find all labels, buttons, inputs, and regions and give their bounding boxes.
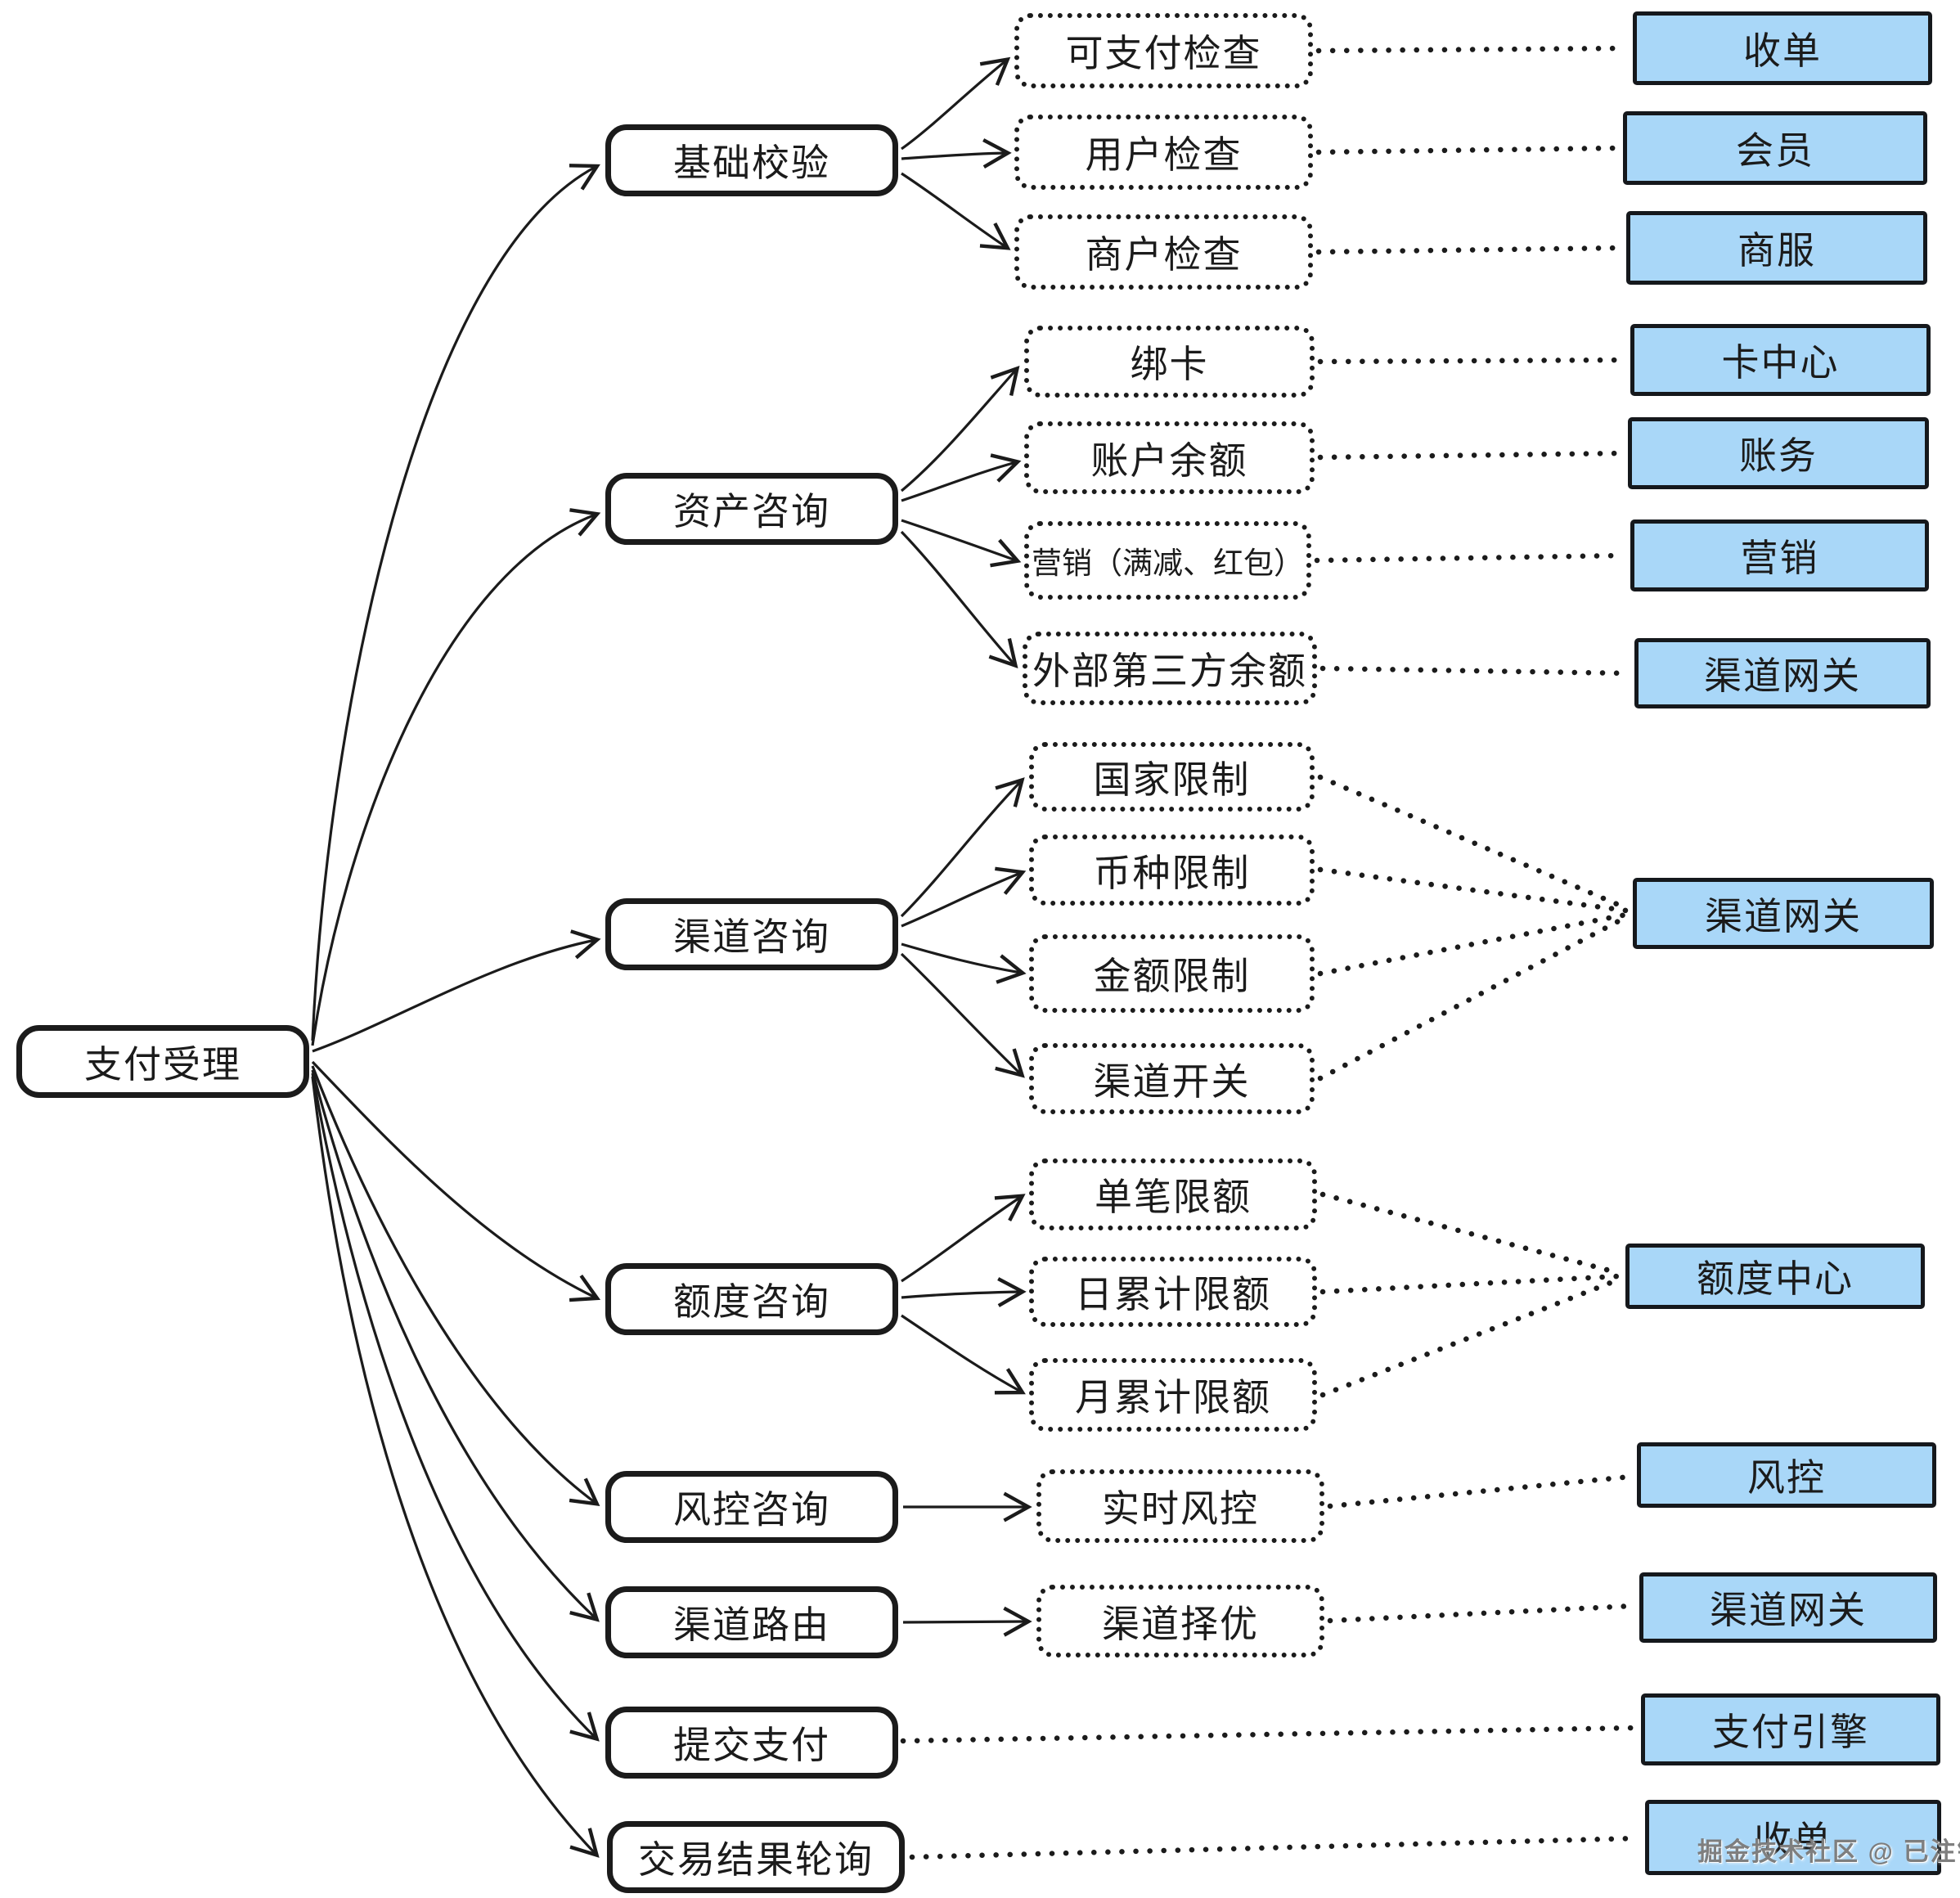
stage-asset-inquiry: 资产咨询 — [605, 473, 898, 545]
service-risk-control: 风控 — [1637, 1442, 1936, 1508]
service-merchant: 商服 — [1626, 211, 1927, 285]
service-channel-gateway-2: 渠道网关 — [1633, 878, 1934, 949]
check-country-limit: 国家限制 — [1029, 742, 1315, 812]
check-payable: 可支付检查 — [1014, 13, 1313, 88]
service-acquiring-2: 收单 — [1645, 1800, 1941, 1875]
service-channel-gateway-1: 渠道网关 — [1634, 638, 1931, 708]
check-currency-limit: 币种限制 — [1029, 834, 1315, 906]
stage-submit-payment: 提交支付 — [605, 1707, 898, 1779]
check-amount-limit: 金额限制 — [1029, 934, 1315, 1013]
stage-channel-routing: 渠道路由 — [605, 1586, 898, 1658]
check-user: 用户检查 — [1014, 115, 1313, 190]
service-accounting: 账务 — [1628, 417, 1929, 489]
stage-channel-inquiry: 渠道咨询 — [605, 898, 898, 970]
dotted-links — [900, 45, 1642, 1860]
service-member: 会员 — [1623, 111, 1927, 185]
check-channel-select: 渠道择优 — [1036, 1585, 1324, 1657]
check-single-limit: 单笔限额 — [1029, 1158, 1317, 1230]
stage-child-arrows — [900, 56, 1032, 1637]
check-monthly-limit: 月累计限额 — [1029, 1358, 1317, 1432]
check-daily-limit: 日累计限额 — [1029, 1257, 1317, 1327]
watermark: 掘金技术社区 @ 已注销 — [1697, 1837, 1960, 1866]
root-fan-arrows — [311, 164, 601, 1858]
stage-quota-inquiry: 额度咨询 — [605, 1263, 898, 1335]
service-marketing: 营销 — [1630, 519, 1929, 591]
check-merchant: 商户检查 — [1014, 214, 1313, 290]
service-quota-center: 额度中心 — [1625, 1244, 1925, 1309]
check-realtime-risk: 实时风控 — [1036, 1469, 1324, 1543]
check-external-balance: 外部第三方余额 — [1023, 632, 1317, 705]
node-payment-acceptance: 支付受理 — [16, 1025, 309, 1098]
check-marketing: 营销（满减、红包） — [1024, 521, 1311, 600]
check-account-balance: 账户余额 — [1024, 421, 1315, 494]
service-acquiring: 收单 — [1633, 11, 1932, 85]
service-card-center: 卡中心 — [1630, 324, 1931, 396]
stage-risk-inquiry: 风控咨询 — [605, 1471, 898, 1543]
check-bind-card: 绑卡 — [1024, 326, 1315, 398]
stage-result-polling: 交易结果轮询 — [607, 1821, 905, 1893]
service-channel-gateway-3: 渠道网关 — [1639, 1572, 1937, 1643]
service-payment-engine: 支付引擎 — [1641, 1693, 1940, 1765]
stage-basic-validation: 基础校验 — [605, 124, 898, 196]
check-channel-switch: 渠道开关 — [1029, 1043, 1315, 1114]
